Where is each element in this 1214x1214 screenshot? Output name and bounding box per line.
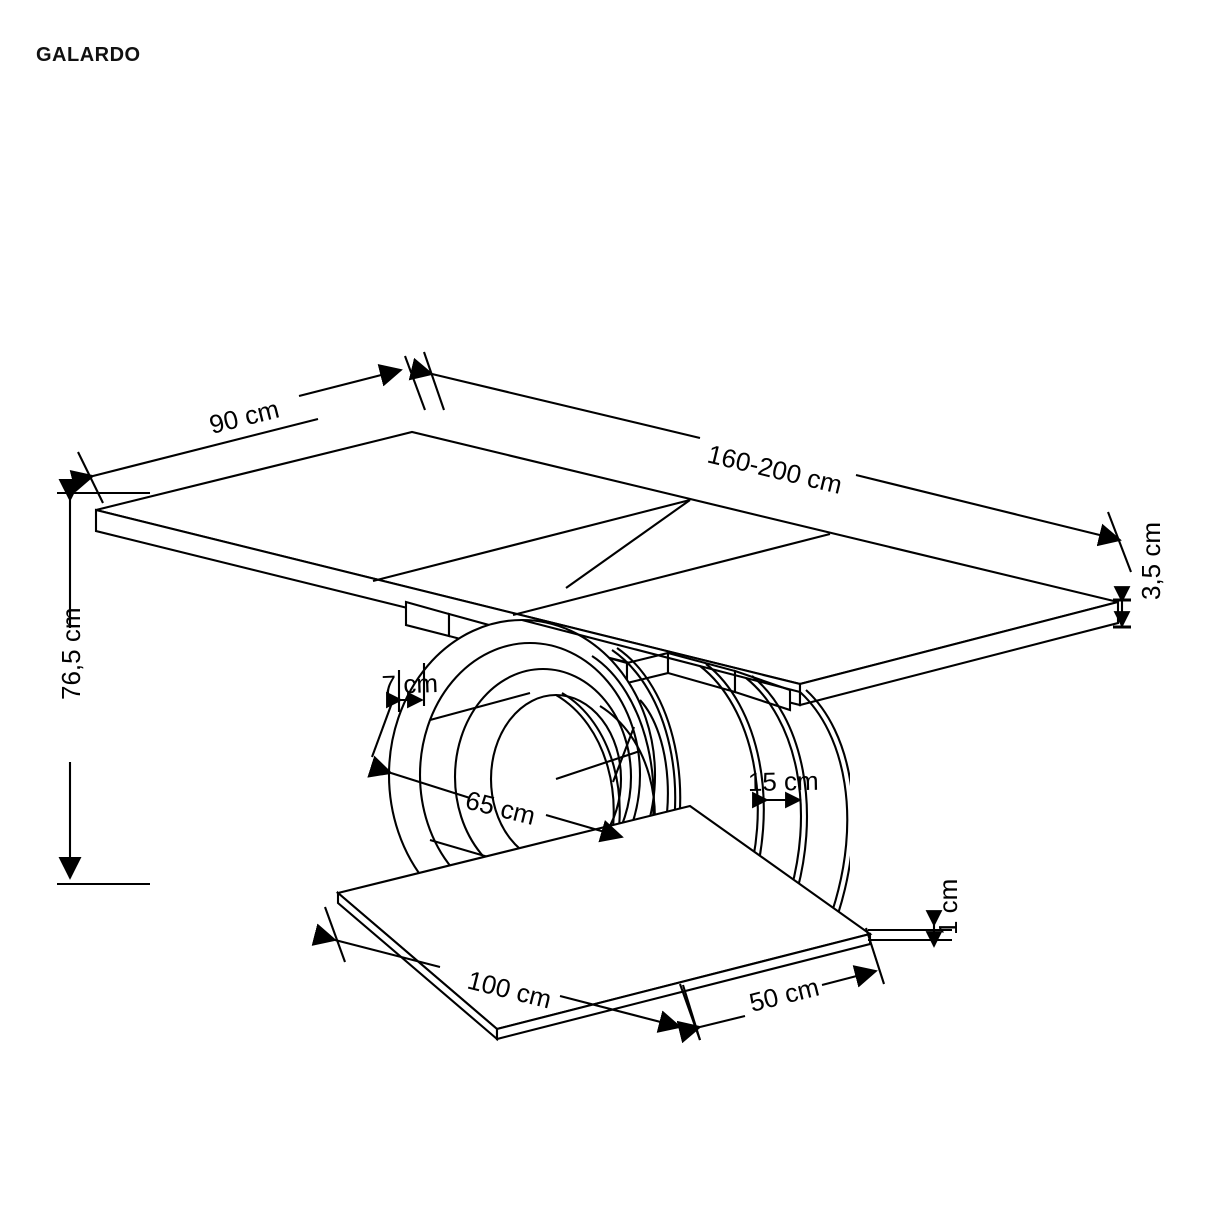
- dimension-base-depth: [676, 927, 885, 1044]
- dimension-top-thickness: [1113, 586, 1131, 629]
- table-top: [94, 430, 1120, 707]
- dimension-label-ring-band: 15 cm: [748, 766, 819, 797]
- dimension-ring-diameter: [367, 699, 635, 843]
- dimension-width: [408, 351, 1132, 573]
- dimension-ring-thickness: [386, 663, 426, 712]
- leaf-seam-left: [372, 498, 691, 583]
- ext-line-base-left: [324, 906, 346, 963]
- dimension-label-height: 76,5 cm: [56, 608, 86, 701]
- dimension-label-width: 160-200 cm: [705, 439, 846, 500]
- dimension-height: [57, 478, 150, 886]
- dimension-label-ring-thickness: 7 cm: [381, 668, 438, 700]
- ext-line-width-right: [1107, 511, 1132, 573]
- dimension-label-base-depth: 50 cm: [746, 972, 822, 1018]
- dimension-label-top-thickness: 3,5 cm: [1136, 522, 1166, 600]
- dimension-depth: [69, 355, 426, 504]
- ext-line-depth50-left: [681, 984, 702, 1041]
- dimension-base-thickness: [868, 910, 952, 948]
- ext-line-width-left: [423, 351, 445, 411]
- dimension-label-base-thickness: 1 cm: [933, 879, 963, 935]
- ext-line-depth-left: [77, 451, 104, 504]
- ext-line-depth-right: [404, 355, 426, 411]
- page-title: GALARDO: [36, 44, 141, 66]
- dimension-label-depth: 90 cm: [206, 394, 282, 440]
- leaf-seam-diagonal: [565, 499, 691, 589]
- ext-line-depth50-right: [865, 927, 885, 985]
- leaf-seam-center: [512, 532, 831, 617]
